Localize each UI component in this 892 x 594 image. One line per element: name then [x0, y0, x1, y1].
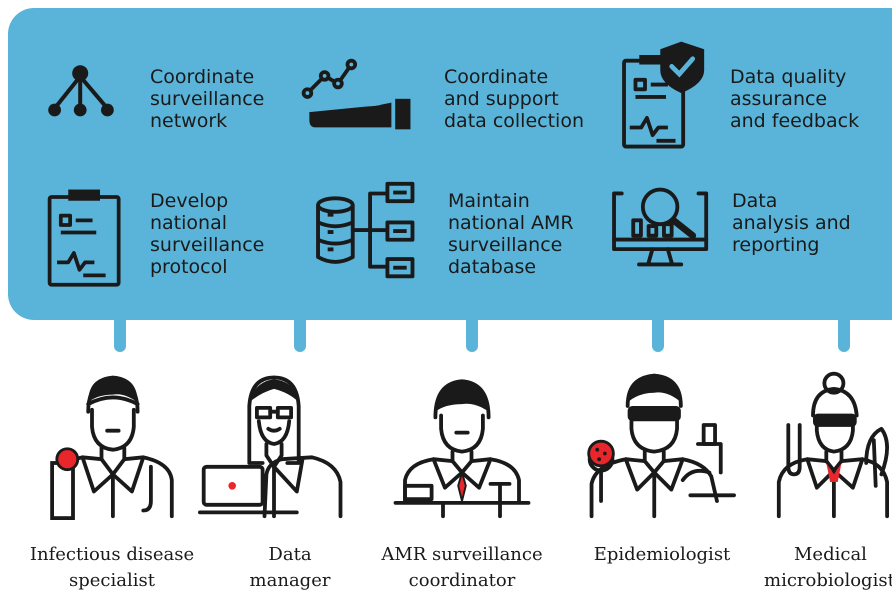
role-label-line: microbiologist: [764, 570, 892, 591]
responsibilities-panel: [8, 8, 892, 320]
monitor-analysis-icon: [612, 187, 709, 267]
connector: [652, 318, 664, 352]
epidemiologist-microscope-icon: [587, 373, 736, 519]
connector: [466, 318, 478, 352]
task-label: Data analysis and reporting: [732, 190, 851, 256]
role-label: Medical microbiologist: [762, 542, 892, 594]
task-coordinate-network: [36, 62, 126, 134]
clipboard-protocol-icon: [47, 189, 121, 287]
microbiologist-test-tube-icon: [776, 371, 889, 519]
role-label: AMR surveillance coordinator: [381, 544, 543, 591]
role-label: Infectious disease specialist: [29, 544, 195, 591]
connector: [114, 318, 126, 352]
role-label: Epidemiologist: [593, 544, 731, 565]
task-label: Develop national surveillance protocol: [150, 190, 265, 278]
task-label: Coordinate and support data collection: [444, 66, 584, 132]
hand-data-collection-icon: [301, 58, 411, 130]
role-label: Data manager: [249, 544, 331, 591]
role-label-line: Medical: [794, 544, 867, 565]
coordinator-desk-icon: [393, 379, 531, 519]
task-label: Data quality assurance and feedback: [730, 66, 860, 132]
connector: [838, 318, 850, 352]
network-icon: [48, 65, 114, 117]
doctor-stethoscope-icon: [50, 375, 174, 520]
connector: [294, 318, 306, 352]
task-label: Coordinate surveillance network: [150, 66, 265, 132]
clipboard-check-icon: [622, 41, 705, 149]
database-icon: [316, 181, 415, 279]
task-label: Maintain national AMR surveillance datab…: [448, 190, 574, 278]
data-manager-laptop-icon: [198, 375, 343, 519]
